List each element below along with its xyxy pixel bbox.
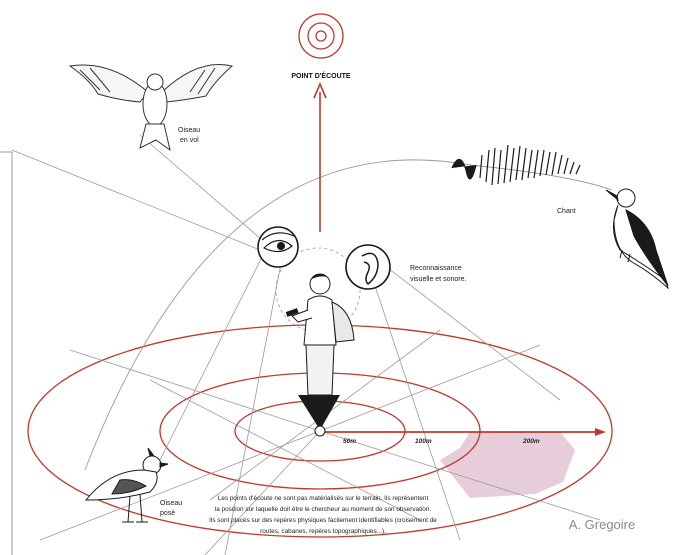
- song-label: Chant: [557, 208, 576, 215]
- eye-icon: [258, 227, 298, 267]
- image-credit: A. Gregoire: [569, 517, 635, 532]
- perched-bird-label-line1: Oiseau: [160, 500, 182, 507]
- flying-bird-label-line2: en vol: [180, 137, 199, 144]
- caption-line: la position sur laquelle doit être le ch…: [215, 506, 432, 513]
- song-arc: [85, 160, 612, 470]
- distance-100m: 100m: [415, 438, 432, 445]
- distance-50m: 50m: [343, 438, 356, 445]
- recognition-label-line2: visuelle et sonore.: [410, 276, 466, 283]
- pink-zone: [440, 432, 575, 498]
- caption-line: Les points d'écoute ne sont pas matérial…: [218, 495, 429, 502]
- flying-bird-label-line1: Oiseau: [178, 127, 200, 134]
- flying-bird-icon: [70, 64, 232, 150]
- target-icon: [299, 14, 343, 58]
- perched-bird-label-line2: posé: [160, 510, 175, 517]
- diagram-title: POINT D'ÉCOUTE: [291, 71, 351, 80]
- caption-line: routes, cabanes, repères topographiques.…: [260, 528, 386, 535]
- caption: Les points d'écoute ne sont pas matérial…: [209, 495, 437, 535]
- observer-icon: [286, 274, 354, 436]
- ear-icon: [346, 245, 390, 289]
- distance-arrow-head: [595, 428, 606, 436]
- distance-200m: 200m: [522, 438, 540, 445]
- caption-line: Ils sont placés sur des repères physique…: [209, 517, 437, 524]
- frame-line: [0, 152, 12, 555]
- singing-bird-icon: [606, 189, 668, 288]
- recognition-label-line1: Reconnaissance: [410, 265, 462, 272]
